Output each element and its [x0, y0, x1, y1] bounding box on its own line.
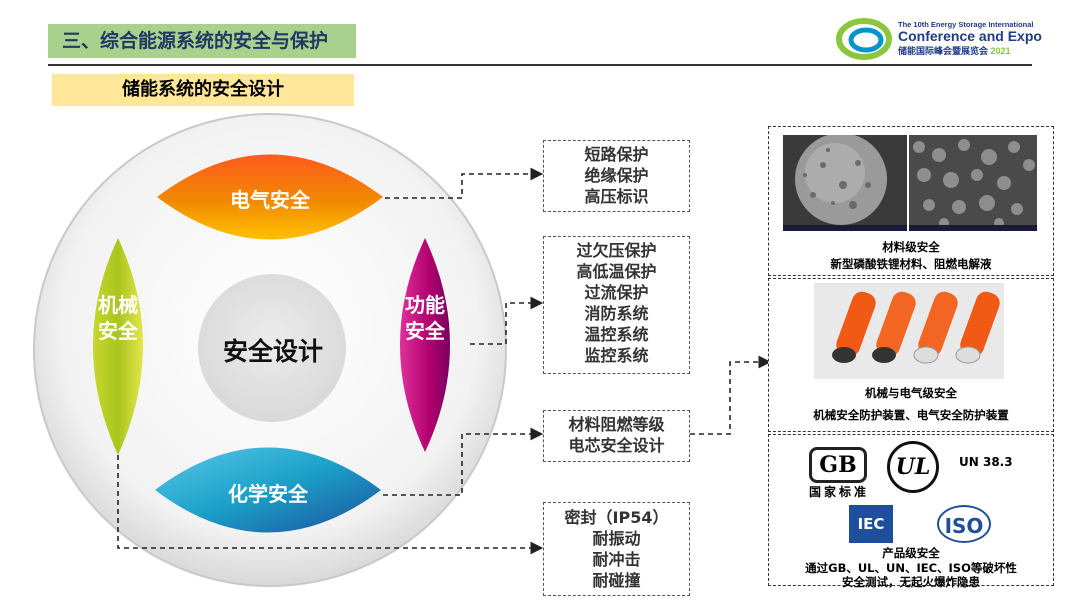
box-chemical: 材料阻燃等级 电芯安全设计	[543, 410, 690, 462]
box-mechanical-item: 耐冲击	[592, 550, 641, 569]
header-divider	[48, 64, 1032, 66]
petal-label-electrical: 电气安全	[230, 188, 310, 212]
box-functional-item: 温控系统	[584, 325, 649, 344]
logo-line3: 储能国际峰会暨展览会 2021	[898, 44, 1038, 57]
petal-functional	[400, 238, 450, 452]
connector-to-panels	[690, 355, 772, 435]
box-mechanical-item: 耐碰撞	[592, 571, 641, 590]
box-electrical-item: 短路保护	[584, 145, 649, 164]
box-electrical-item: 绝缘保护	[584, 166, 649, 185]
petal-mechanical	[93, 238, 143, 455]
petal-label-chemical: 化学安全	[228, 482, 308, 506]
page-subtitle: 储能系统的安全设计	[52, 74, 354, 106]
conference-logo-text: The 10th Energy Storage International Co…	[898, 20, 1042, 57]
iec-logo-text: IEC	[857, 515, 885, 533]
logo-cn-name: 储能国际峰会暨展览会	[898, 46, 989, 56]
panel-product-desc2: 安全测试，无起火爆炸隐患	[842, 575, 980, 589]
petal-electrical	[157, 154, 383, 240]
panel-mech-elec: 机械与电气级安全 机械安全防护装置、电气安全防护装置	[768, 278, 1054, 432]
panel-product: GB 国家标准 UL UN 38.3 IEC ISO 产品级安全 通过GB、UL…	[768, 434, 1054, 589]
sem-image-sphere	[783, 135, 907, 231]
box-electrical-item: 高压标识	[584, 187, 649, 206]
box-functional-item: 高低温保护	[576, 262, 657, 281]
diagram-center-circle	[198, 274, 346, 422]
connector-electrical	[385, 167, 544, 199]
ul-logo-text: UL	[895, 454, 931, 480]
gb-logo-caption: 国家标准	[808, 485, 869, 499]
box-mechanical-item: 密封（IP54）	[564, 508, 669, 527]
panel-mech-elec-title: 机械与电气级安全	[865, 386, 957, 400]
logo-line2: Conference and Expo	[898, 28, 1042, 44]
logo-year: 2021	[990, 46, 1011, 56]
panel-material: 材料级安全 新型磷酸铁锂材料、阻燃电解液	[768, 126, 1054, 276]
logo-line1: The 10th Energy Storage International	[898, 20, 1034, 29]
box-mechanical: 密封（IP54） 耐振动 耐冲击 耐碰撞	[543, 502, 690, 596]
iso-logo-text: ISO	[944, 514, 984, 538]
box-functional-item: 消防系统	[584, 304, 649, 323]
panel-material-desc: 新型磷酸铁锂材料、阻燃电解液	[830, 257, 992, 271]
center-label: 安全设计	[222, 337, 323, 366]
section-title: 三、综合能源系统的安全与保护	[48, 24, 356, 58]
ul-logo-icon: UL	[887, 441, 939, 493]
gb-logo-icon: GB	[809, 447, 867, 483]
box-functional: 过欠压保护 高低温保护 过流保护 消防系统 温控系统 监控系统	[543, 236, 690, 374]
connector-chemical	[383, 427, 544, 496]
sem-image-particles	[909, 135, 1037, 231]
connector-functional	[470, 296, 544, 345]
iec-logo-icon: IEC	[849, 505, 893, 543]
box-mechanical-item: 耐振动	[592, 529, 641, 548]
petal-label-functional: 功能安全	[405, 293, 445, 343]
conference-logo-icon	[836, 18, 892, 60]
box-functional-item: 过欠压保护	[576, 241, 657, 260]
iso-logo-icon: ISO	[937, 505, 991, 543]
petal-label-mechanical: 机械安全	[98, 293, 138, 343]
connector-mechanical	[117, 455, 544, 555]
petal-chemical	[155, 447, 381, 533]
gb-logo-text: GB	[819, 452, 857, 478]
box-functional-item: 监控系统	[584, 346, 649, 365]
box-chemical-item: 材料阻燃等级	[568, 415, 665, 434]
battery-cells-image	[814, 283, 1004, 379]
panel-product-title: 产品级安全	[882, 546, 940, 560]
panel-product-desc1: 通过GB、UL、UN、IEC、ISO等破坏性	[805, 561, 1017, 575]
panel-material-title: 材料级安全	[882, 240, 940, 254]
panel-mech-elec-desc: 机械安全防护装置、电气安全防护装置	[813, 408, 1009, 422]
box-electrical: 短路保护 绝缘保护 高压标识	[543, 140, 690, 212]
un-label: UN 38.3	[959, 455, 1013, 469]
box-functional-item: 过流保护	[584, 283, 649, 302]
box-chemical-item: 电芯安全设计	[568, 436, 665, 455]
